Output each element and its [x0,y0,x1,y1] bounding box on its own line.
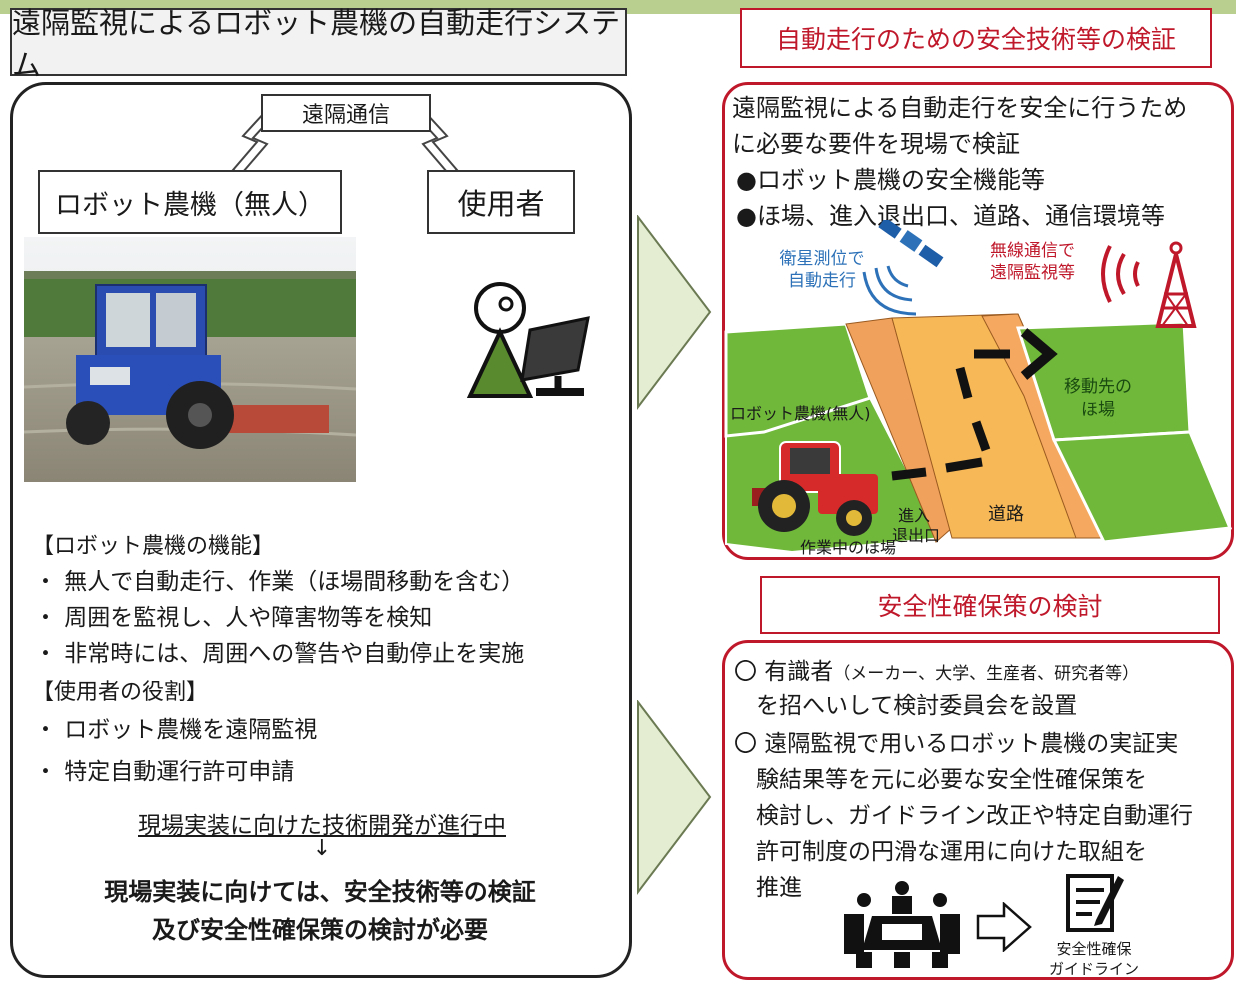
flow-arrow-lower [637,700,712,895]
verification-intro: に必要な要件を現場で検証 [732,130,1020,158]
red-tractor-icon [752,441,878,536]
function-item: ・ 周囲を監視し、人や障害物等を検知 [34,605,433,631]
entrance-label: 進入 [898,506,931,525]
satellite-icon [862,220,944,316]
destination-field-label: ほ場 [1081,400,1115,420]
conclusion-line: 現場実装に向けては、安全技術等の検証 [104,878,536,906]
role-item: ・ ロボット農機を遠隔監視 [34,717,318,743]
verification-header: 自動走行のための安全技術等の検証 [740,8,1212,68]
wireless-label: 遠隔監視等 [990,263,1075,283]
user-label: 使用者 [427,170,575,234]
down-arrow: ↓ [312,836,332,861]
working-field-label: 作業中のほ場 [800,538,897,557]
left-title: 遠隔監視によるロボット農機の自動走行システム [12,6,621,82]
satellite-label: 衛星測位で [779,249,865,269]
entrance-label: 退出口 [892,526,941,545]
promotion-text: 推進 [756,875,802,901]
road-label: 道路 [988,504,1024,525]
field-illustration [724,313,1232,554]
role-item: ・ 特定自動運行許可申請 [34,759,295,785]
promotion-text: 験結果等を元に必要な安全性確保策を [756,767,1147,793]
radio-tower-icon [1101,241,1197,328]
promotion-text: 検討し、ガイドライン改正や特定自動運行 [756,803,1193,829]
function-item: ・ 無人で自動走行、作業（ほ場間移動を含む） [34,569,525,595]
satellite-label: 自動走行 [788,271,856,291]
left-title-box: 遠隔監視によるロボット農機の自動走行システム [10,6,627,82]
verification-bullet: ●ほ場、進入退出口、道路、通信環境等 [736,202,1165,230]
expert-committee-line: 〇 有識者（メーカー、大学、生産者、研究者等） [734,659,1140,685]
functions-heading: 【ロボット農機の機能】 [32,534,275,559]
conclusion-line: 及び安全性確保策の検討が必要 [152,916,488,944]
operator-with-monitor-icon [466,282,590,398]
robot-tractor-label: ロボット農機（無人） [38,170,342,234]
expert-committee-line: を招へいして検討委員会を設置 [756,693,1078,719]
wireless-label: 無線通信で [990,241,1075,261]
verification-bullet: ●ロボット農機の安全機能等 [736,166,1045,194]
guideline-document-icon [1066,874,1124,932]
promotion-text: 許可制度の円滑な運用に向けた取組を [756,839,1147,865]
guideline-label: 安全性確保 [1056,940,1132,958]
tractor-photo [24,237,356,482]
remote-communication-label: 遠隔通信 [261,94,431,132]
destination-field-label: 移動先の [1064,377,1132,397]
guideline-label: ガイドライン [1048,960,1139,978]
flow-arrow-upper [637,215,712,410]
function-item: ・ 非常時には、周囲への警告や自動停止を実施 [34,641,525,667]
promotion-text: 〇 遠隔監視で用いるロボット農機の実証実 [734,731,1179,757]
verification-intro: 遠隔監視による自動走行を安全に行うため [732,94,1188,122]
robot-in-field-label: ロボット農機(無人) [730,404,871,423]
meeting-icon [844,881,960,968]
roles-heading: 【使用者の役割】 [32,680,209,705]
progress-text: 現場実装に向けた技術開発が進行中 [138,813,506,839]
safety-measures-header: 安全性確保策の検討 [760,576,1220,634]
outline-right-arrow-icon [976,902,1032,952]
